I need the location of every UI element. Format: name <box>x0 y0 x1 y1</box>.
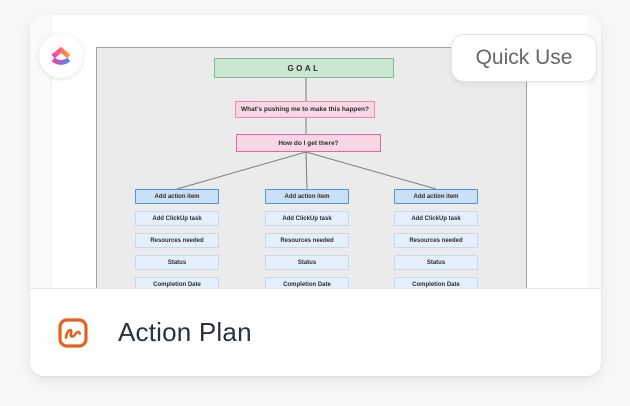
goal-node: GOAL <box>214 58 394 78</box>
action-column-1: Add action item Add ClickUp task Resourc… <box>135 189 219 292</box>
whiteboard-canvas: GOAL What's pushing me to make this happ… <box>96 47 527 292</box>
column-header: Add action item <box>394 189 478 204</box>
column-item: Add ClickUp task <box>135 211 219 226</box>
question-node-1: What's pushing me to make this happen? <box>235 101 375 118</box>
column-item: Add ClickUp task <box>265 211 349 226</box>
template-title: Action Plan <box>118 317 252 347</box>
clickup-logo-badge <box>39 34 83 78</box>
preview-left-panel <box>30 15 52 288</box>
clickup-logo-icon <box>51 46 71 65</box>
column-item: Status <box>394 255 478 270</box>
question-node-2: How do I get there? <box>236 134 381 152</box>
flowchart-connectors <box>176 78 437 289</box>
column-item: Add ClickUp task <box>394 211 478 226</box>
preview-right-panel <box>588 15 601 288</box>
column-item: Resources needed <box>135 233 219 248</box>
column-item: Resources needed <box>394 233 478 248</box>
template-preview: GOAL What's pushing me to make this happ… <box>30 15 601 292</box>
column-item: Status <box>135 255 219 270</box>
scribble-whiteboard-icon <box>58 317 88 348</box>
column-item: Status <box>265 255 349 270</box>
template-card[interactable]: GOAL What's pushing me to make this happ… <box>30 15 601 376</box>
column-header: Add action item <box>265 189 349 204</box>
quick-use-button[interactable]: Quick Use <box>451 34 597 82</box>
action-column-2: Add action item Add ClickUp task Resourc… <box>265 189 349 292</box>
card-footer: Action Plan <box>30 288 601 376</box>
column-header: Add action item <box>135 189 219 204</box>
column-item: Resources needed <box>265 233 349 248</box>
action-column-3: Add action item Add ClickUp task Resourc… <box>394 189 478 292</box>
